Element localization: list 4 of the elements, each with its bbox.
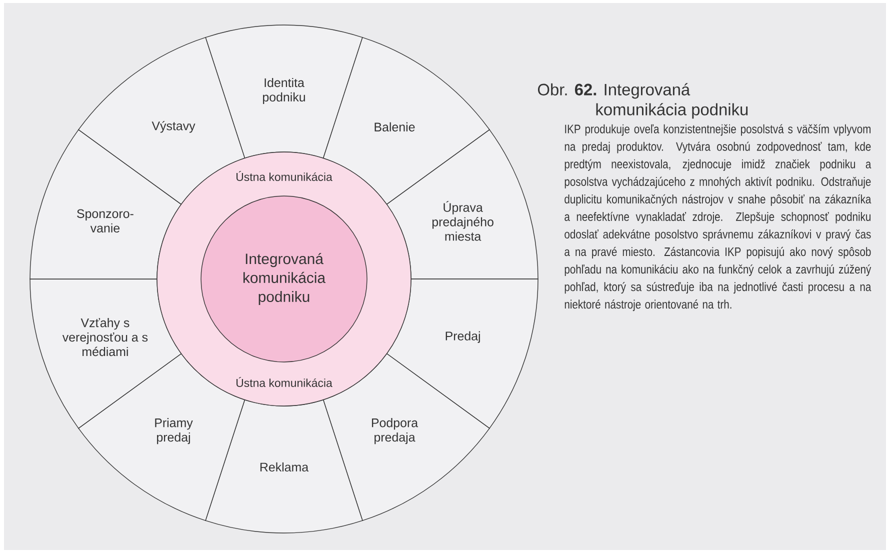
wheel-segment: Identita podniku xyxy=(205,24,363,159)
caption-text: IKP produkuje oveľa konzistentnejšie posolstvá s väčším vplyvom na predaj produktov. Vytvára osobnú zodpovednosť tam, kde predtým neexistovala, zjednocuje imidž značiek podniku a posolstva vychádzajúceho z mnohých aktivít podniku. Odstraňuje duplicitu komunikačných nástrojov v snahe pôsobiť na zákazníka a neefektívne vynakladať zdroje. Zlepšuje schopnosť podniku odoslať adekvátne posolstvo správnemu zákazníkovi v pravý čas a na pravé miesto. Zástancovia IKP popisujú ako nový spôsob pohľadu na komunikáciu ako na funkčný celok a zavrhujú zúžený pohľad, ktorý sa sústreďuje iba na jednotlivé časti procesu a na niektoré nástroje orientované na trh. xyxy=(564,124,872,312)
wheel-segment: Reklama xyxy=(205,399,363,534)
figure-title: Obr. 62. Integrovaná komunikácia podniku xyxy=(538,83,748,119)
